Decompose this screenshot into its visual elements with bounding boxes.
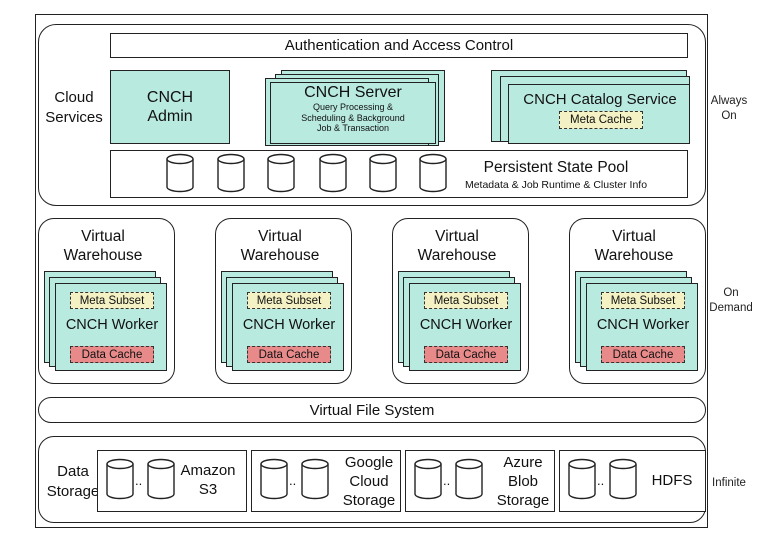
meta-subset-badge: Meta Subset [424,292,508,309]
meta-cache-badge: Meta Cache [559,111,643,129]
data-cache-badge: Data Cache [601,346,685,363]
cnch-server-desc: Query Processing & Scheduling & Backgrou… [301,102,405,133]
data-cache-badge: Data Cache [70,346,154,363]
tier-always-on: Always On [710,95,748,122]
cnch-worker-label: CNCH Worker [242,317,336,333]
catalog-service-title: CNCH Catalog Service [523,91,677,108]
data-cache-badge: Data Cache [247,346,331,363]
cnch-worker-card: Meta Subset CNCH Worker Data Cache [232,283,344,371]
warehouse-title: Virtual Warehouse [63,228,143,264]
virtual-file-system-label: Virtual File System [309,401,435,419]
virtual-warehouse: Virtual Warehouse Meta Subset CNCH Worke… [569,218,706,384]
database-icon [419,153,447,193]
storage-backend-label: Google Cloud Storage [342,454,396,509]
tier-on-demand: On Demand [709,287,753,314]
virtual-file-system-bar: Virtual File System [38,397,706,423]
cloud-services-label: Cloud Services [45,89,103,126]
database-icon [267,153,295,193]
cnch-worker-label: CNCH Worker [65,317,159,333]
auth-bar-label: Authentication and Access Control [284,37,514,54]
database-icon [147,458,175,500]
storage-ellipsis: .. [289,473,297,488]
data-cache-badge: Data Cache [424,346,508,363]
storage-backend-label: Amazon S3 [180,462,236,498]
meta-cache-label: Meta Cache [569,114,632,126]
virtual-warehouse: Virtual Warehouse Meta Subset CNCH Worke… [215,218,352,384]
cnch-admin-box: CNCH Admin [110,70,230,144]
meta-subset-badge: Meta Subset [70,292,154,309]
cnch-worker-card: Meta Subset CNCH Worker Data Cache [586,283,698,371]
database-icon [414,458,442,500]
cnch-worker-card: Meta Subset CNCH Worker Data Cache [55,283,167,371]
database-icon [260,458,288,500]
database-icon [301,458,329,500]
database-icon [166,153,194,193]
storage-backend-label: HDFS [651,472,693,489]
virtual-warehouse: Virtual Warehouse Meta Subset CNCH Worke… [392,218,529,384]
pool-title: Persistent State Pool [483,159,629,176]
cnch-admin-label: CNCH Admin [146,89,194,125]
cnch-worker-card: Meta Subset CNCH Worker Data Cache [409,283,521,371]
database-icon [369,153,397,193]
cnch-server-box: CNCH Server Query Processing & Schedulin… [270,82,436,144]
storage-ellipsis: .. [597,473,605,488]
database-icon [609,458,637,500]
catalog-service-box: CNCH Catalog Service Meta Cache [508,84,690,144]
persistent-state-pool: Persistent State Pool Metadata & Job Run… [110,150,688,198]
storage-ellipsis: .. [443,473,451,488]
tier-infinite: Infinite [712,477,746,489]
database-icon [455,458,483,500]
database-icon [106,458,134,500]
virtual-warehouse: Virtual Warehouse Meta Subset CNCH Worke… [38,218,175,384]
data-storage-label: Data Storage [46,463,100,500]
warehouse-title: Virtual Warehouse [594,228,674,264]
database-icon [319,153,347,193]
database-icon [568,458,596,500]
cnch-worker-label: CNCH Worker [596,317,690,333]
warehouse-title: Virtual Warehouse [240,228,320,264]
database-icon [217,153,245,193]
cnch-worker-label: CNCH Worker [419,317,513,333]
meta-subset-badge: Meta Subset [601,292,685,309]
meta-subset-badge: Meta Subset [247,292,331,309]
auth-bar: Authentication and Access Control [110,33,688,58]
cnch-server-title: CNCH Server [304,84,402,101]
warehouse-title: Virtual Warehouse [417,228,497,264]
storage-ellipsis: .. [135,473,143,488]
storage-backend-label: Azure Blob Storage [496,454,550,509]
pool-desc: Metadata & Job Runtime & Cluster Info [464,179,648,191]
